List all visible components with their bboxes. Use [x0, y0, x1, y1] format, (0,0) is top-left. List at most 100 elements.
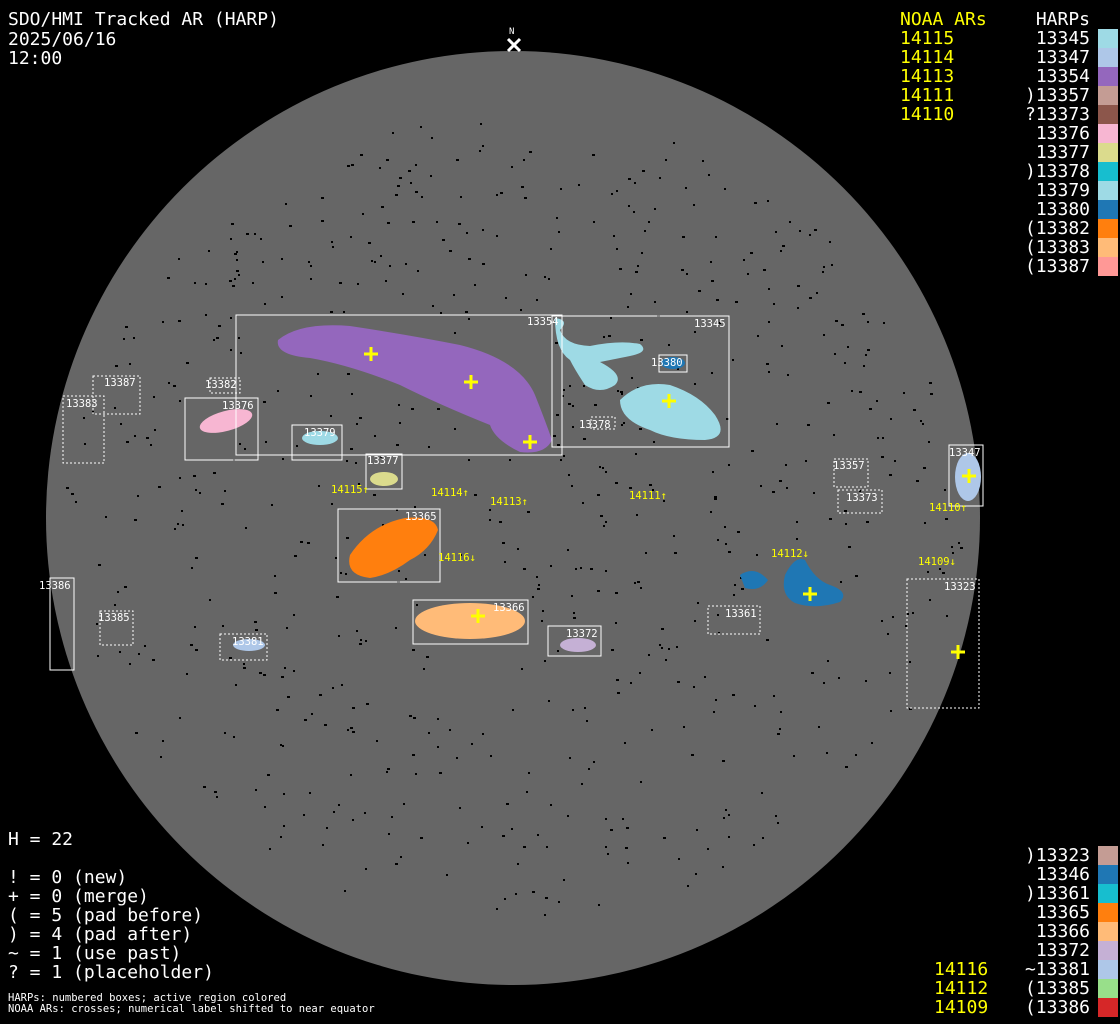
- speck: [560, 459, 562, 461]
- stat-line: ? = 1 (placeholder): [8, 962, 214, 983]
- speck: [523, 159, 525, 161]
- speck: [923, 467, 926, 469]
- speck: [568, 474, 570, 476]
- speck: [728, 814, 730, 816]
- harp-box-label: 13365: [405, 511, 437, 523]
- speck: [799, 230, 801, 232]
- harp-legend-label: (13387: [1024, 256, 1090, 277]
- speck: [654, 301, 656, 303]
- speck: [520, 309, 522, 311]
- speck: [613, 235, 615, 237]
- footer-line-1: HARPs: numbered boxes; active region col…: [8, 992, 287, 1004]
- harp-box: [365, 453, 403, 490]
- speck: [150, 444, 152, 446]
- speck: [811, 672, 814, 674]
- speck: [162, 740, 164, 742]
- speck: [777, 733, 780, 735]
- speck: [283, 793, 285, 795]
- speck: [598, 904, 600, 906]
- harp-box-label: 13380: [651, 357, 683, 369]
- noaa-crosses: [364, 347, 976, 659]
- harp-box: [219, 633, 268, 661]
- speck: [460, 554, 462, 556]
- speck: [303, 814, 305, 816]
- speck: [723, 817, 725, 819]
- speck: [881, 620, 883, 622]
- speck: [310, 395, 312, 397]
- speck: [341, 684, 343, 686]
- speck: [545, 897, 548, 899]
- speck: [809, 297, 812, 299]
- speck: [499, 521, 502, 523]
- harps-header: HARPs: [1035, 9, 1090, 30]
- speck: [558, 901, 560, 903]
- speck: [504, 898, 506, 900]
- speck: [678, 858, 680, 860]
- speck: [454, 332, 456, 334]
- speck: [398, 404, 400, 406]
- speck: [945, 518, 948, 520]
- harp-box-label: 13357: [833, 460, 865, 472]
- speck: [338, 635, 340, 637]
- speck: [805, 460, 807, 462]
- speck: [668, 344, 670, 346]
- speck: [768, 321, 770, 323]
- speck: [563, 455, 565, 457]
- noaa-legend-label: 14114: [900, 47, 955, 68]
- speck: [865, 680, 867, 682]
- speck: [293, 670, 295, 672]
- speck: [637, 581, 640, 583]
- harp-box-label: 13372: [566, 628, 598, 640]
- speck: [395, 863, 398, 865]
- harp-color-swatch: [1098, 884, 1118, 903]
- speck: [322, 844, 324, 846]
- noaa-region-label: 14111↑: [629, 490, 667, 502]
- speck: [787, 374, 789, 376]
- harp-box: [551, 315, 730, 448]
- harp-color-swatch: [1098, 219, 1118, 238]
- speck: [347, 165, 350, 167]
- speck: [766, 639, 769, 641]
- speck: [125, 326, 128, 328]
- stat-line: ! = 0 (new): [8, 867, 128, 888]
- speck: [509, 459, 511, 461]
- speck: [829, 241, 831, 243]
- speck: [234, 253, 237, 255]
- speck: [844, 510, 847, 512]
- harp-box-label: 13323: [944, 581, 976, 593]
- speck: [96, 623, 98, 625]
- speck: [405, 578, 407, 580]
- speck: [834, 353, 836, 355]
- speck: [224, 490, 226, 492]
- harp-color-swatch: [1098, 865, 1118, 884]
- region-13379: [302, 431, 338, 445]
- noaa-legend-label: 14112: [934, 978, 989, 999]
- speck: [845, 523, 847, 525]
- speck: [929, 382, 932, 384]
- speck: [468, 459, 470, 461]
- speck: [360, 154, 363, 156]
- harp-legend-label: (13385: [1024, 978, 1090, 999]
- speck: [174, 528, 176, 530]
- speck: [737, 531, 740, 533]
- harp-legend-label: )13361: [1024, 883, 1090, 904]
- speck: [331, 241, 333, 243]
- speck: [355, 462, 357, 464]
- harp-box-label: 13373: [846, 492, 878, 504]
- speck: [693, 204, 695, 206]
- speck: [663, 837, 666, 839]
- speck: [599, 466, 601, 468]
- speck: [280, 744, 282, 746]
- noaa-legend-label: 14111: [900, 85, 955, 106]
- speck: [682, 236, 685, 238]
- speck: [773, 695, 775, 697]
- speck: [760, 485, 762, 487]
- speck: [179, 400, 181, 402]
- speck: [529, 151, 532, 153]
- speck: [482, 263, 485, 265]
- harp-box: [92, 375, 141, 415]
- speck: [214, 791, 217, 793]
- speck: [502, 542, 505, 544]
- speck: [958, 542, 960, 544]
- speck: [725, 809, 727, 811]
